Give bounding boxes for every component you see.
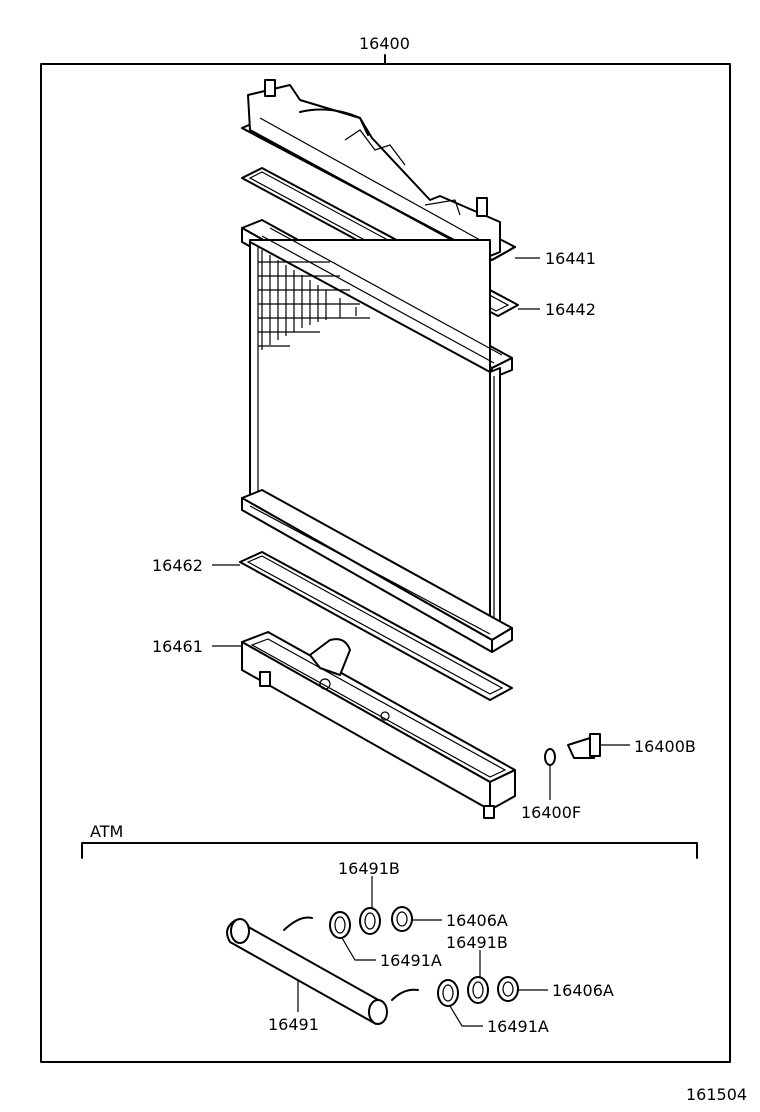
callout-upper-washer-a: 16491A [380, 951, 442, 970]
drain-cock [567, 733, 601, 759]
callout-drain-oring: 16400F [521, 803, 581, 822]
leader-upper-washer-a [341, 937, 376, 961]
callout-lower-gasket: 16462 [152, 556, 203, 575]
drain-oring [544, 748, 556, 766]
oil-cooler-pipe [226, 916, 419, 1025]
callout-lower-washer-a: 16491A [487, 1017, 549, 1036]
callout-upper-nut-a: 16406A [446, 911, 508, 930]
lower-washer-b [467, 976, 489, 1004]
callout-lower-tank: 16461 [152, 637, 203, 656]
atm-section-label: ATM [90, 822, 123, 841]
callout-pipe: 16491 [268, 1015, 319, 1034]
upper-washer-a [329, 911, 351, 939]
callout-drain-cock: 16400B [634, 737, 696, 756]
lower-nut-a [497, 976, 519, 1002]
lower-tank [241, 631, 516, 819]
callout-upper-tank: 16441 [545, 249, 596, 268]
callout-lower-washer-b: 16491B [446, 933, 508, 952]
leader-lower-washer-a [449, 1005, 483, 1027]
callout-lower-nut-a: 16406A [552, 981, 614, 1000]
callout-upper-gasket: 16442 [545, 300, 596, 319]
atm-bracket [81, 842, 698, 859]
main-part-number: 16400 [359, 34, 410, 53]
upper-nut-a [391, 906, 413, 932]
callout-upper-washer-b: 16491B [338, 859, 400, 878]
upper-washer-b [359, 907, 381, 935]
radiator-core [241, 219, 513, 653]
lower-washer-a [437, 979, 459, 1007]
figure-number: 161504 [686, 1085, 747, 1104]
lower-gasket [239, 551, 513, 701]
upper-tank [241, 79, 516, 261]
